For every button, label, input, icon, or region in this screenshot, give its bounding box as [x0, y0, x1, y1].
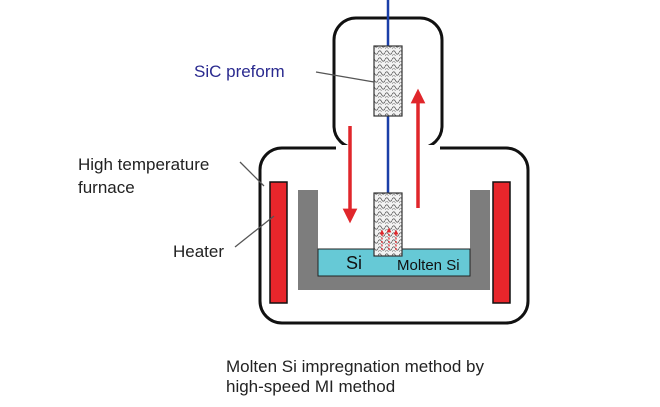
crucible-wall-left — [298, 190, 318, 290]
label-si: Si — [346, 253, 362, 273]
caption-line1: Molten Si impregnation method by — [226, 357, 484, 376]
label-furnace-line1: High temperature — [78, 155, 209, 174]
leader-furnace — [239, 161, 265, 187]
label-furnace-line2: furnace — [78, 178, 135, 197]
label-molten-si: Molten Si — [397, 257, 460, 274]
leader-sic-preform — [315, 71, 375, 83]
heater-left — [269, 181, 288, 304]
crucible-wall-right — [470, 190, 490, 290]
label-sic-preform: SiC preform — [194, 62, 285, 81]
sic-preform-upper — [373, 45, 403, 117]
heater-right — [492, 181, 511, 304]
figure-caption: Molten Si impregnation method by high-sp… — [226, 357, 646, 397]
caption-line2: high-speed MI method — [226, 377, 396, 396]
sic-preform-lower — [373, 192, 403, 257]
leader-heater — [234, 215, 275, 248]
label-heater: Heater — [173, 242, 224, 261]
crucible-bottom — [298, 276, 490, 290]
